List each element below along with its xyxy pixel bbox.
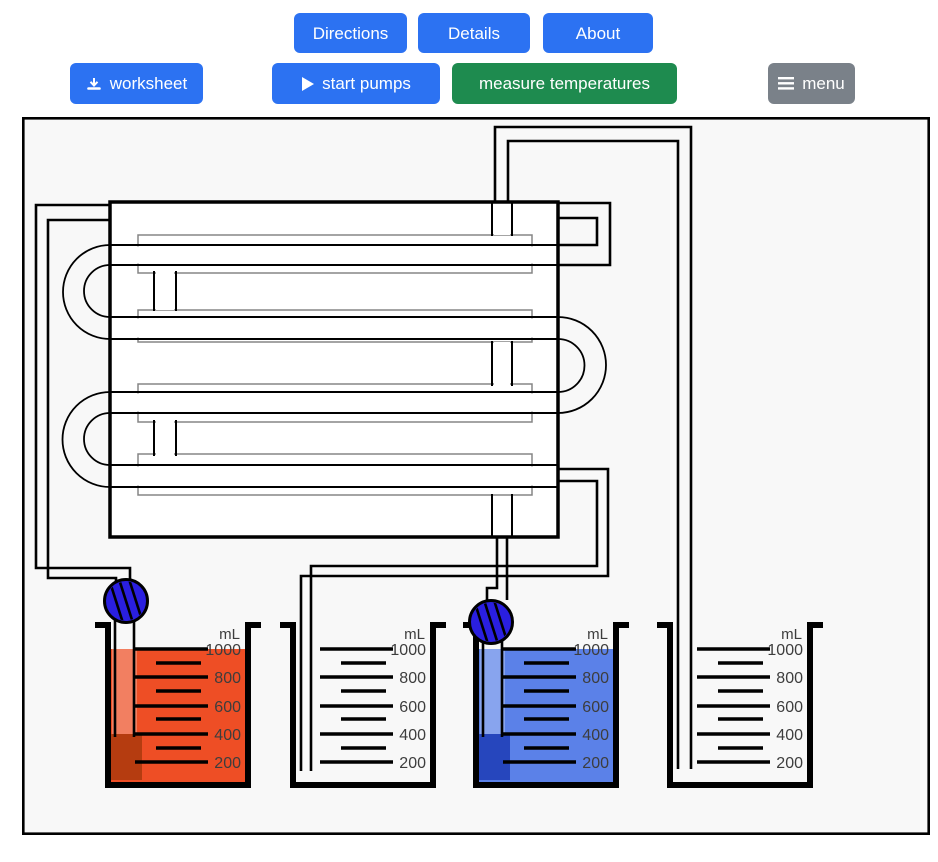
- svg-text:200: 200: [214, 755, 241, 772]
- svg-text:600: 600: [399, 699, 426, 716]
- start-pumps-button[interactable]: start pumps: [272, 63, 440, 104]
- top-right-return-loop: [558, 201, 612, 267]
- svg-text:800: 800: [776, 670, 803, 687]
- measure-temperatures-button-label: measure temperatures: [478, 74, 651, 93]
- play-icon: [301, 76, 315, 91]
- menu-button-label: menu: [802, 74, 845, 93]
- heat-exchanger-simulation-canvas[interactable]: mL 1000 800 600 400 200 mL: [22, 117, 930, 835]
- svg-text:600: 600: [214, 699, 241, 716]
- measure-temperatures-button[interactable]: measure temperatures: [452, 63, 677, 104]
- external-piping: [34, 125, 693, 771]
- svg-text:1000: 1000: [205, 642, 241, 659]
- worksheet-button-label: worksheet: [109, 74, 188, 93]
- shell-border: [108, 200, 560, 539]
- heat-exchanger: [61, 200, 612, 539]
- unit-label: mL: [587, 626, 608, 643]
- unit-label: mL: [781, 626, 802, 643]
- svg-text:800: 800: [582, 670, 609, 687]
- red-intake-block: [111, 734, 142, 780]
- svg-text:800: 800: [214, 670, 241, 687]
- u-bends: [61, 244, 607, 488]
- graduations: [697, 647, 770, 764]
- beaker-blue: mL 1000 800 600 400 200: [463, 622, 629, 788]
- inner-tubes: [110, 244, 558, 488]
- svg-text:1000: 1000: [573, 642, 609, 659]
- svg-text:200: 200: [399, 755, 426, 772]
- svg-text:400: 400: [399, 727, 426, 744]
- svg-text:400: 400: [776, 727, 803, 744]
- beaker-outline: [657, 622, 823, 788]
- svg-text:400: 400: [214, 727, 241, 744]
- directions-button[interactable]: Directions: [294, 13, 407, 53]
- svg-text:800: 800: [399, 670, 426, 687]
- menu-button[interactable]: menu: [768, 63, 855, 104]
- cold-outlet-pipe: [493, 125, 693, 769]
- pump-right[interactable]: [468, 599, 514, 645]
- svg-text:200: 200: [776, 755, 803, 772]
- beaker-left-empty: mL 1000 800 600 400 200: [280, 622, 446, 788]
- graduations: [320, 647, 393, 764]
- cold-inlet-pipe: [485, 538, 499, 600]
- blue-intake-block: [479, 734, 510, 780]
- about-button[interactable]: About: [543, 13, 653, 53]
- pump-left[interactable]: [103, 578, 149, 624]
- hamburger-menu-icon: [778, 77, 795, 90]
- annulus-crossovers: [153, 201, 513, 538]
- hot-inlet-pipe: [34, 203, 132, 581]
- graduations: [135, 647, 208, 764]
- worksheet-download-button[interactable]: worksheet: [70, 63, 203, 104]
- svg-text:400: 400: [582, 727, 609, 744]
- details-button-label: Details: [448, 23, 500, 43]
- svg-text:600: 600: [776, 699, 803, 716]
- start-pumps-button-label: start pumps: [322, 74, 411, 93]
- unit-label: mL: [219, 626, 240, 643]
- beaker-outline: [95, 622, 261, 788]
- hot-outlet-pipe: [299, 467, 610, 771]
- directions-button-label: Directions: [312, 23, 389, 43]
- svg-text:600: 600: [582, 699, 609, 716]
- about-button-label: About: [575, 23, 621, 43]
- unit-label: mL: [404, 626, 425, 643]
- graduations: [503, 647, 576, 764]
- beaker-red: mL 1000 800 600 400 200: [95, 600, 261, 788]
- svg-text:1000: 1000: [767, 642, 803, 659]
- svg-text:1000: 1000: [390, 642, 426, 659]
- beaker-outline: [280, 622, 446, 788]
- download-icon: [86, 76, 102, 92]
- beaker-right-empty: mL 1000 800 600 400 200: [657, 622, 823, 788]
- details-button[interactable]: Details: [418, 13, 530, 53]
- svg-text:200: 200: [582, 755, 609, 772]
